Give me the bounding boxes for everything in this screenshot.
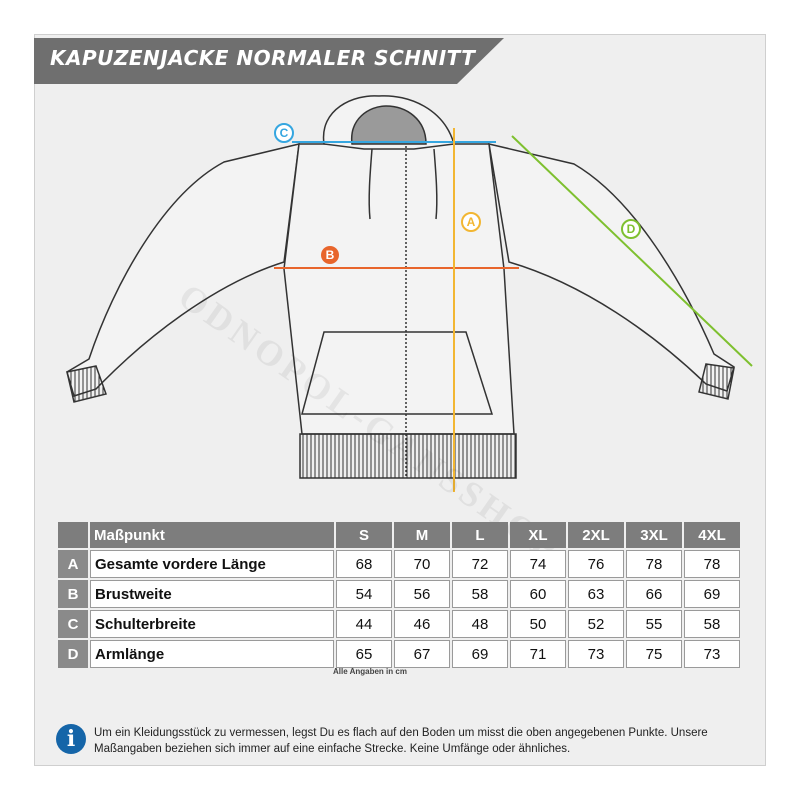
row-label: Armlänge	[90, 640, 334, 668]
size-header: M	[394, 522, 450, 548]
table-cell: 54	[336, 580, 392, 608]
hoodie-outline	[66, 95, 735, 479]
marker-a	[461, 212, 481, 232]
size-header: S	[336, 522, 392, 548]
info-text: Um ein Kleidungsstück zu vermessen, legs…	[94, 727, 708, 755]
table-cell: 48	[452, 610, 508, 638]
size-header: 3XL	[626, 522, 682, 548]
header-letter-cell	[58, 522, 88, 548]
table-cell: 58	[452, 580, 508, 608]
table-cell: 52	[568, 610, 624, 638]
table-row: D Armlänge 65 67 69 71 73 75 73	[58, 640, 740, 668]
hoodie-diagram: C B A D	[66, 95, 753, 492]
marker-c-label: C	[280, 126, 289, 140]
table-cell: 75	[626, 640, 682, 668]
marker-b-label: B	[326, 248, 335, 262]
marker-c	[274, 123, 294, 143]
measurement-lines	[274, 128, 753, 492]
table-cell: 46	[394, 610, 450, 638]
table-cell: 68	[336, 550, 392, 578]
size-header: 4XL	[684, 522, 740, 548]
table-cell: 69	[452, 640, 508, 668]
table-row: C Schulterbreite 44 46 48 50 52 55 58	[58, 610, 740, 638]
table-cell: 50	[510, 610, 566, 638]
table-cell: 58	[684, 610, 740, 638]
row-letter: D	[58, 640, 88, 668]
row-letter: C	[58, 610, 88, 638]
measure-line-d	[511, 135, 753, 367]
table-cell: 69	[684, 580, 740, 608]
table-cell: 78	[626, 550, 682, 578]
table-cell: 73	[568, 640, 624, 668]
table-cell: 74	[510, 550, 566, 578]
marker-d	[621, 219, 641, 239]
size-table: Maßpunkt S M L XL 2XL 3XL 4XL A Gesamte …	[56, 520, 742, 670]
table-cell: 72	[452, 550, 508, 578]
size-header: 2XL	[568, 522, 624, 548]
header-label: Maßpunkt	[90, 522, 334, 548]
table-cell: 76	[568, 550, 624, 578]
size-header: XL	[510, 522, 566, 548]
row-letter: B	[58, 580, 88, 608]
table-cell: 63	[568, 580, 624, 608]
table-cell: 60	[510, 580, 566, 608]
marker-d-label: D	[627, 222, 636, 236]
units-note: Alle Angaben in cm	[333, 667, 407, 676]
table-cell: 78	[684, 550, 740, 578]
table-cell: 55	[626, 610, 682, 638]
table-cell: 71	[510, 640, 566, 668]
size-header: L	[452, 522, 508, 548]
table-cell: 73	[684, 640, 740, 668]
measurement-markers: C B A D	[274, 123, 641, 264]
table-cell: 70	[394, 550, 450, 578]
table-cell: 65	[336, 640, 392, 668]
row-label: Brustweite	[90, 580, 334, 608]
row-label: Gesamte vordere Länge	[90, 550, 334, 578]
table-row: B Brustweite 54 56 58 60 63 66 69	[58, 580, 740, 608]
table-header-row: Maßpunkt S M L XL 2XL 3XL 4XL	[58, 522, 740, 548]
table-cell: 66	[626, 580, 682, 608]
table-row: A Gesamte vordere Länge 68 70 72 74 76 7…	[58, 550, 740, 578]
table-cell: 44	[336, 610, 392, 638]
info-icon: i	[56, 724, 86, 754]
table-cell: 67	[394, 640, 450, 668]
row-letter: A	[58, 550, 88, 578]
marker-b	[321, 246, 339, 264]
table-cell: 56	[394, 580, 450, 608]
page-title: KAPUZENJACKE NORMALER SCHNITT	[50, 46, 476, 70]
row-label: Schulterbreite	[90, 610, 334, 638]
marker-a-label: A	[467, 215, 476, 229]
title-banner	[34, 38, 504, 84]
